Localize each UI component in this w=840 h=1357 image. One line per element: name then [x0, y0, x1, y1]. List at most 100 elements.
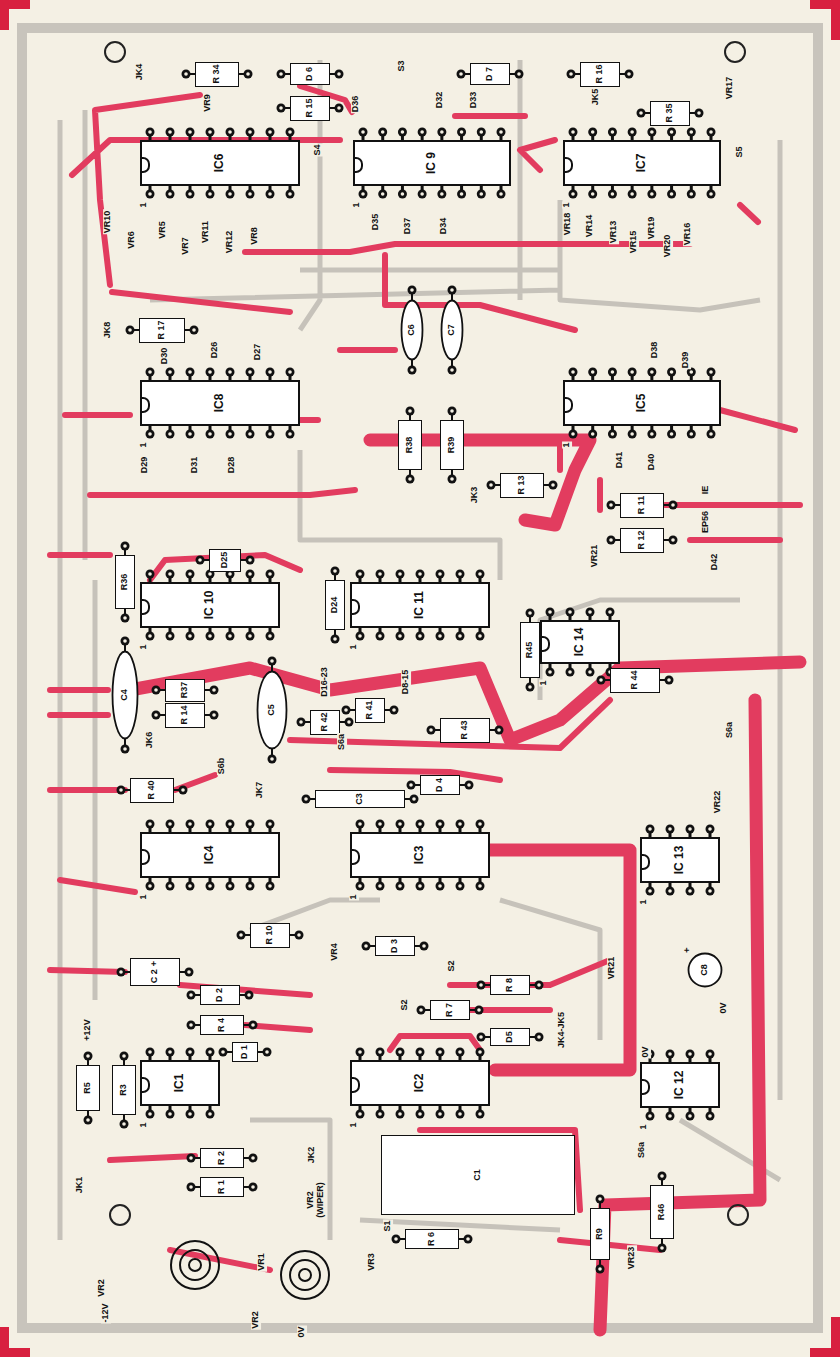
ic-package: IC6	[140, 140, 300, 186]
pad-hole	[279, 72, 283, 76]
part-label: IC3	[413, 846, 426, 865]
pad-hole	[708, 889, 712, 893]
pad-hole	[499, 130, 503, 134]
part-label: R 42	[320, 712, 330, 731]
pad-hole	[270, 659, 274, 663]
pad-hole	[148, 1050, 152, 1054]
pad-hole	[268, 370, 272, 374]
ic-notch	[351, 599, 360, 615]
pad-hole	[248, 884, 252, 888]
pad-hole	[168, 1112, 172, 1116]
pad-label: VR20	[663, 234, 673, 259]
pad-hole	[650, 432, 654, 436]
pin-one-marker: 1	[562, 441, 572, 448]
pad-hole	[86, 1118, 90, 1122]
pad-hole	[208, 130, 212, 134]
pad-hole	[630, 370, 634, 374]
pad-hole	[358, 822, 362, 826]
text-holder: R 1	[217, 1180, 227, 1194]
solder-pad	[695, 109, 704, 118]
solder-pad	[246, 128, 255, 137]
solder-pad	[588, 190, 597, 199]
part-label: D24	[330, 597, 340, 614]
text-holder: IC 11	[413, 591, 426, 619]
pin-one-marker: 1	[349, 1121, 359, 1128]
text-holder: D 3	[390, 939, 400, 953]
solder-pad	[362, 942, 371, 951]
resistor-body: R 35	[650, 101, 690, 126]
pad-label: D27	[253, 343, 263, 362]
solder-pad	[277, 104, 286, 113]
solder-pad	[567, 70, 576, 79]
text-holder: R 11	[637, 496, 647, 515]
pad-hole	[208, 572, 212, 576]
solder-pad	[396, 632, 405, 641]
solder-pad	[569, 190, 578, 199]
pad-hole	[239, 933, 243, 937]
solder-pad	[606, 608, 615, 617]
part-label: R 16	[595, 64, 605, 83]
solder-pad	[146, 632, 155, 641]
solder-pad	[206, 1110, 215, 1119]
pad-hole	[591, 370, 595, 374]
pad-hole	[188, 572, 192, 576]
text-holder: R 43	[460, 720, 470, 739]
part-label: R 4	[217, 1018, 227, 1032]
pad-hole	[265, 1050, 269, 1054]
pad-hole	[708, 1052, 712, 1056]
pad-hole	[708, 827, 712, 831]
solder-pad	[416, 820, 425, 829]
solder-pad	[345, 718, 354, 727]
pad-hole	[268, 130, 272, 134]
solder-pad	[476, 1110, 485, 1119]
diode-body: D24	[325, 580, 345, 630]
solder-pad	[376, 882, 385, 891]
part-label: IC 10	[203, 591, 216, 620]
pad-label: JK3	[470, 486, 480, 505]
copper-trace	[60, 60, 780, 1240]
pad-label: VR21	[607, 956, 617, 981]
pad-label: VR16	[683, 222, 693, 247]
pad-hole	[528, 685, 532, 689]
solder-pad	[416, 1110, 425, 1119]
solder-pad	[495, 726, 504, 735]
part-label: R 1	[217, 1180, 227, 1194]
ic-notch	[351, 1077, 360, 1093]
solder-pad	[487, 481, 496, 490]
text-holder: IC3	[413, 846, 426, 865]
text-holder: C8	[700, 964, 710, 976]
pad-hole	[689, 130, 693, 134]
text-holder: R 16	[595, 64, 605, 83]
solder-pad	[475, 1006, 484, 1015]
solder-pad	[331, 567, 340, 576]
solder-pad	[210, 686, 219, 695]
solder-pad	[206, 368, 215, 377]
pad-label: VR4	[330, 942, 340, 962]
pad-hole	[598, 1197, 602, 1201]
solder-pad	[596, 1265, 605, 1274]
pad-label: VR11	[201, 220, 211, 244]
solder-pad	[396, 882, 405, 891]
solder-pad	[226, 190, 235, 199]
text-holder: C6	[407, 324, 417, 336]
solder-pad	[246, 632, 255, 641]
pad-hole	[148, 884, 152, 888]
ic-notch	[564, 397, 573, 413]
mounting-hole	[725, 42, 745, 62]
solder-pad	[477, 1033, 486, 1042]
pad-hole	[599, 678, 603, 682]
pad-label: D40	[647, 453, 657, 472]
ic-package: IC5	[563, 380, 721, 426]
pad-label: VR1	[257, 1252, 267, 1272]
solder-pad	[396, 820, 405, 829]
solder-pad	[437, 190, 446, 199]
pad-label: S6b	[217, 757, 227, 776]
pad-hole	[248, 432, 252, 436]
capacitor-shape	[689, 954, 722, 987]
pad-hole	[228, 130, 232, 134]
ic-package: IC8	[140, 380, 300, 426]
solder-pad	[448, 286, 457, 295]
pad-hole	[187, 970, 191, 974]
pad-label: D26	[210, 341, 220, 360]
